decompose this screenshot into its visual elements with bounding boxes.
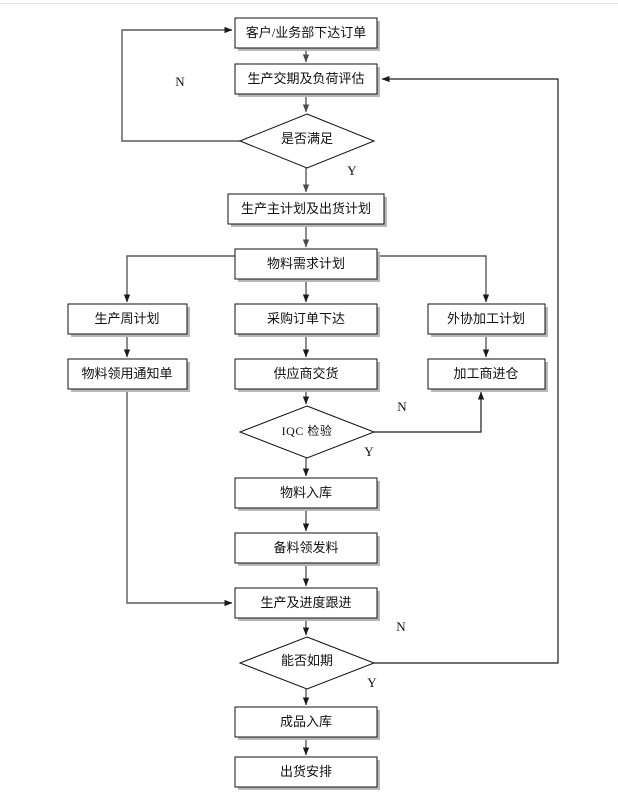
edge-label-ontime-no: N xyxy=(396,619,406,634)
node-material-issue-label: 备料领发料 xyxy=(273,540,338,555)
edge-label-iqc-yes: Y xyxy=(364,444,374,459)
edge-label-satisfy-no: N xyxy=(175,74,185,89)
node-shipment[interactable]: 出货安排 xyxy=(234,756,380,790)
node-material-inbound-label: 物料入库 xyxy=(280,485,332,500)
node-satisfy[interactable]: 是否满足 xyxy=(238,113,376,169)
node-material-inbound[interactable]: 物料入库 xyxy=(234,477,380,511)
edge-label-layer: N Y N Y N Y xyxy=(175,74,407,690)
edge-ontime-no-to-eval xyxy=(374,75,559,664)
node-material-issue[interactable]: 备料领发料 xyxy=(234,532,380,566)
node-shipment-label: 出货安排 xyxy=(280,764,332,779)
node-pickorder[interactable]: 物料领用通知单 xyxy=(67,358,190,392)
node-satisfy-label: 是否满足 xyxy=(281,131,333,146)
edge-mrp-to-outsource xyxy=(377,255,490,303)
node-weekplan-label: 生产周计划 xyxy=(94,311,159,326)
node-iqc[interactable]: IQC 检验 xyxy=(238,405,376,459)
node-purchase-order-label: 采购订单下达 xyxy=(267,311,345,326)
node-production-followup[interactable]: 生产及进度跟进 xyxy=(234,587,380,621)
edge-mrp-to-weekplan xyxy=(123,255,235,303)
node-vendor-inbound-label: 加工商进仓 xyxy=(453,366,518,381)
edge-pickorder-to-followup xyxy=(126,389,233,607)
node-eval[interactable]: 生产交期及负荷评估 xyxy=(234,63,380,97)
edge-satisfy-no-to-order xyxy=(121,26,240,142)
node-pickorder-label: 物料领用通知单 xyxy=(81,366,172,381)
edge-label-iqc-no: N xyxy=(397,399,407,414)
node-fg-inbound[interactable]: 成品入库 xyxy=(234,706,380,740)
node-order[interactable]: 客户/业务部下达订单 xyxy=(234,17,380,51)
node-fg-inbound-label: 成品入库 xyxy=(280,714,332,729)
node-production-followup-label: 生产及进度跟进 xyxy=(260,595,351,610)
node-eval-label: 生产交期及负荷评估 xyxy=(247,71,364,86)
node-mrp-label: 物料需求计划 xyxy=(267,256,345,271)
node-outsource-plan-label: 外协加工计划 xyxy=(447,311,525,326)
node-layer: 客户/业务部下达订单 生产交期及负荷评估 是否满足 生产主计划及出货计划 xyxy=(67,17,548,790)
node-ontime-label: 能否如期 xyxy=(281,653,333,668)
node-masterplan[interactable]: 生产主计划及出货计划 xyxy=(227,193,387,227)
node-purchase-order[interactable]: 采购订单下达 xyxy=(234,303,380,337)
node-weekplan[interactable]: 生产周计划 xyxy=(67,303,190,337)
node-vendor-inbound[interactable]: 加工商进仓 xyxy=(427,358,548,392)
edge-label-ontime-yes: Y xyxy=(367,675,377,690)
node-supplier-delivery[interactable]: 供应商交货 xyxy=(234,358,380,392)
node-order-label: 客户/业务部下达订单 xyxy=(246,25,367,40)
node-outsource-plan[interactable]: 外协加工计划 xyxy=(427,303,548,337)
node-ontime[interactable]: 能否如期 xyxy=(238,636,376,690)
node-masterplan-label: 生产主计划及出货计划 xyxy=(241,201,371,216)
edge-iqc-no-to-vendorin xyxy=(374,391,485,433)
page-top-rule xyxy=(0,3,618,4)
node-mrp[interactable]: 物料需求计划 xyxy=(234,248,380,282)
node-iqc-label: IQC 检验 xyxy=(282,423,333,438)
node-supplier-delivery-label: 供应商交货 xyxy=(273,366,338,381)
connector-layer xyxy=(121,26,559,756)
edge-label-satisfy-yes: Y xyxy=(347,163,357,178)
